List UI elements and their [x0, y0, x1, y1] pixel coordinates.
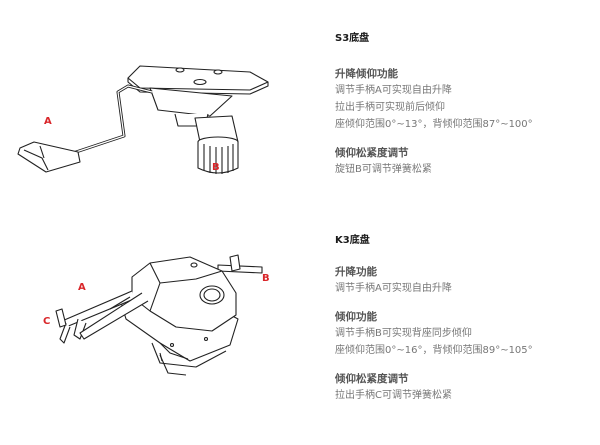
k3-callout-c: C	[43, 316, 51, 327]
k3-callout-b: B	[262, 273, 270, 284]
s3-section-heading: 升降倾仰功能	[335, 68, 398, 80]
k3-title: K3底盘	[335, 235, 370, 246]
k3-spec-line: 调节手柄A可实现自由升降	[335, 283, 452, 294]
s3-spec-line: 座倾仰范围0°~13°，背倾仰范围87°~100°	[335, 119, 533, 130]
s3-spec-line: 旋钮B可调节弹簧松紧	[335, 164, 432, 175]
s3-callout-b: B	[212, 162, 220, 173]
s3-callout-a: A	[44, 116, 52, 127]
k3-section-heading: 倾仰功能	[335, 311, 377, 323]
k3-spec-line: 调节手柄B可实现背座同步倾仰	[335, 328, 472, 339]
s3-mechanism-illustration: A B	[0, 30, 300, 210]
k3-mechanism-drawing	[55, 254, 263, 376]
k3-mechanism-illustration: A B C	[0, 235, 300, 420]
k3-callout-a: A	[78, 282, 86, 293]
k3-section-heading: 倾仰松紧度调节	[335, 373, 409, 385]
s3-mechanism-drawing	[17, 65, 269, 174]
s3-spec-line: 拉出手柄可实现前后倾仰	[335, 102, 445, 113]
s3-spec-line: 调节手柄A可实现自由升降	[335, 85, 452, 96]
k3-section-heading: 升降功能	[335, 266, 377, 278]
s3-section-heading: 倾仰松紧度调节	[335, 147, 409, 159]
k3-spec-block: K3底盘 升降功能 调节手柄A可实现自由升降 倾仰功能 调节手柄B可实现背座同步…	[335, 234, 595, 404]
s3-spec-block: S3底盘 升降倾仰功能 调节手柄A可实现自由升降 拉出手柄可实现前后倾仰 座倾仰…	[335, 32, 595, 178]
k3-spec-line: 拉出手柄C可调节弹簧松紧	[335, 390, 452, 401]
k3-spec-line: 座倾仰范围0°~16°，背倾仰范围89°~105°	[335, 345, 533, 356]
s3-title: S3底盘	[335, 33, 370, 44]
